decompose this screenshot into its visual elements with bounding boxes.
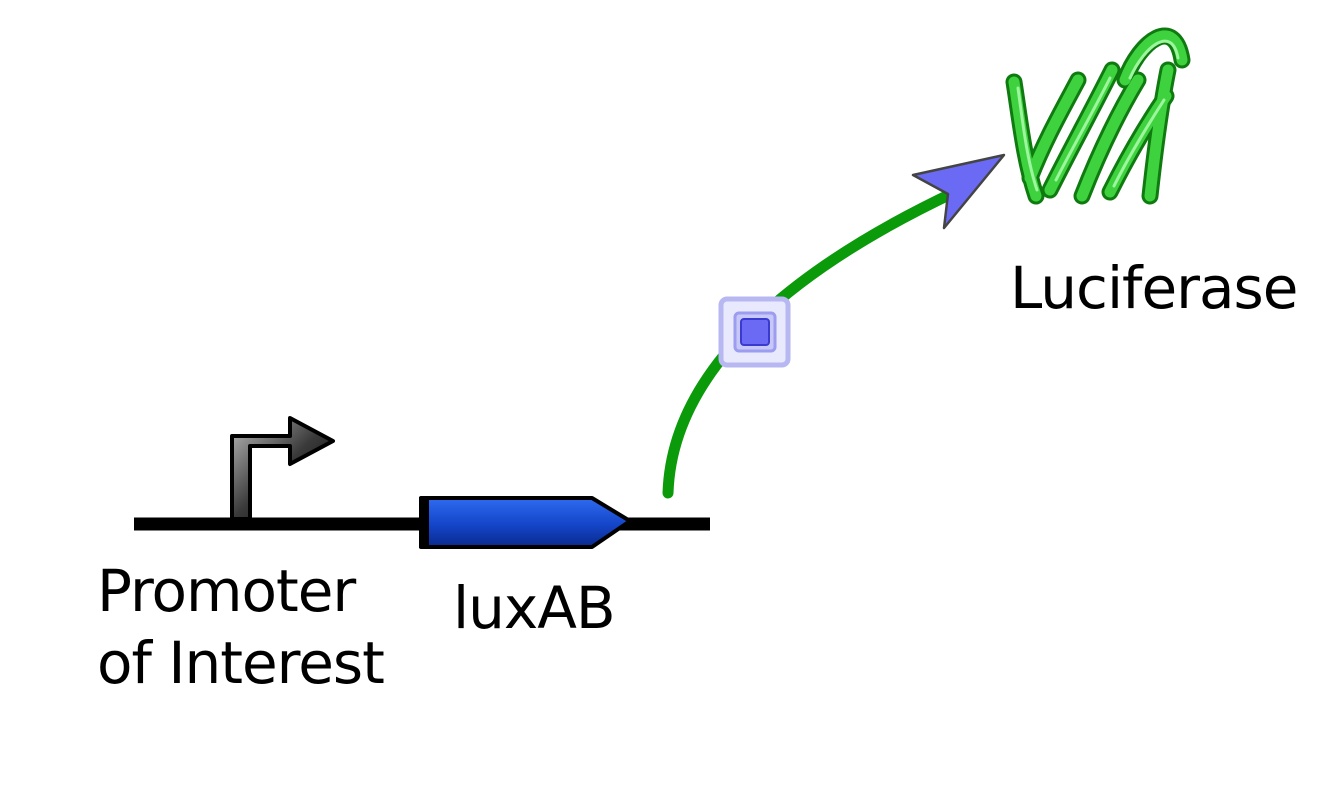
promoter-label-line2: of Interest — [97, 629, 385, 697]
arrowhead-icon — [911, 153, 1006, 230]
gene-label: luxAB — [453, 574, 616, 642]
luciferase-protein-icon — [1005, 27, 1191, 205]
protein-label: Luciferase — [1010, 254, 1298, 322]
selection-marker-icon[interactable] — [718, 296, 791, 368]
promoter-arrow-icon — [230, 416, 335, 521]
promoter-label-line1: Promoter — [97, 557, 356, 625]
expression-arrow — [662, 186, 961, 499]
cds-arrow-icon — [419, 496, 632, 549]
